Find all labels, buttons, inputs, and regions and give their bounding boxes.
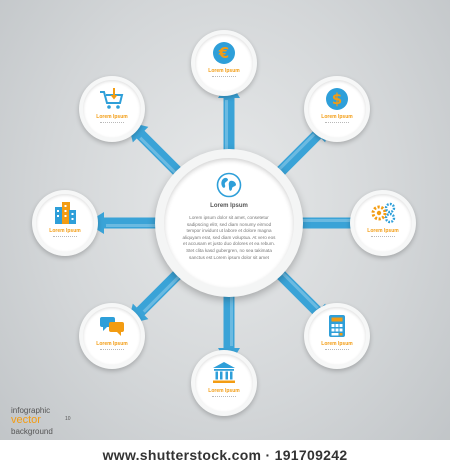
globe-icon [216, 172, 242, 198]
gears-icon [371, 202, 396, 224]
hub-title: Lorem Ipsum [210, 203, 248, 209]
dollar-icon: $ [326, 88, 348, 110]
node-bank: Lorem Ipsum [191, 350, 257, 416]
hub-inner: Lorem Ipsum Lorem ipsum dolor sit amet, … [164, 158, 294, 288]
node-label-calculator: Lorem Ipsum [321, 341, 353, 347]
node-label-buildings: Lorem Ipsum [49, 228, 81, 234]
node-label-bank: Lorem Ipsum [208, 388, 240, 394]
svg-text:€: € [218, 44, 229, 62]
node-label-cart: Lorem Ipsum [96, 114, 128, 120]
brand-line-infographic: infographic [11, 406, 51, 415]
node-label-chat: Lorem Ipsum [96, 341, 128, 347]
brand-line-vector: vector [11, 414, 41, 426]
euro-icon: € [213, 42, 235, 64]
node-label-euro: Lorem Ipsum [208, 68, 240, 74]
node-gears: Lorem Ipsum [350, 190, 416, 256]
node-cart: Lorem Ipsum [79, 76, 145, 142]
svg-text:$: $ [332, 90, 342, 108]
node-dollar: $ Lorem Ipsum [304, 76, 370, 142]
bank-icon [213, 362, 235, 383]
node-label-gears: Lorem Ipsum [367, 228, 399, 234]
buildings-icon [55, 202, 76, 224]
chat-icon [100, 317, 124, 336]
node-label-dollar: Lorem Ipsum [321, 114, 353, 120]
node-chat: Lorem Ipsum [79, 303, 145, 369]
watermark-bar: www.shutterstock.com · 191709242 [0, 440, 450, 470]
node-buildings: Lorem Ipsum [32, 190, 98, 256]
shopping-cart-icon [100, 88, 124, 109]
node-euro: € Lorem Ipsum [191, 30, 257, 96]
watermark-text: www.shutterstock.com · 191709242 [102, 447, 348, 463]
brand-version: 10 [65, 416, 71, 422]
node-calculator: Lorem Ipsum [304, 303, 370, 369]
hub-circle: Lorem Ipsum Lorem ipsum dolor sit amet, … [155, 149, 303, 297]
brand-line-background: background [11, 427, 53, 436]
diagram-stage: Lorem Ipsum Lorem ipsum dolor sit amet, … [32, 30, 416, 416]
hub-body-text: Lorem ipsum dolor sit amet, consetetur s… [182, 215, 276, 260]
calculator-icon [329, 315, 345, 337]
